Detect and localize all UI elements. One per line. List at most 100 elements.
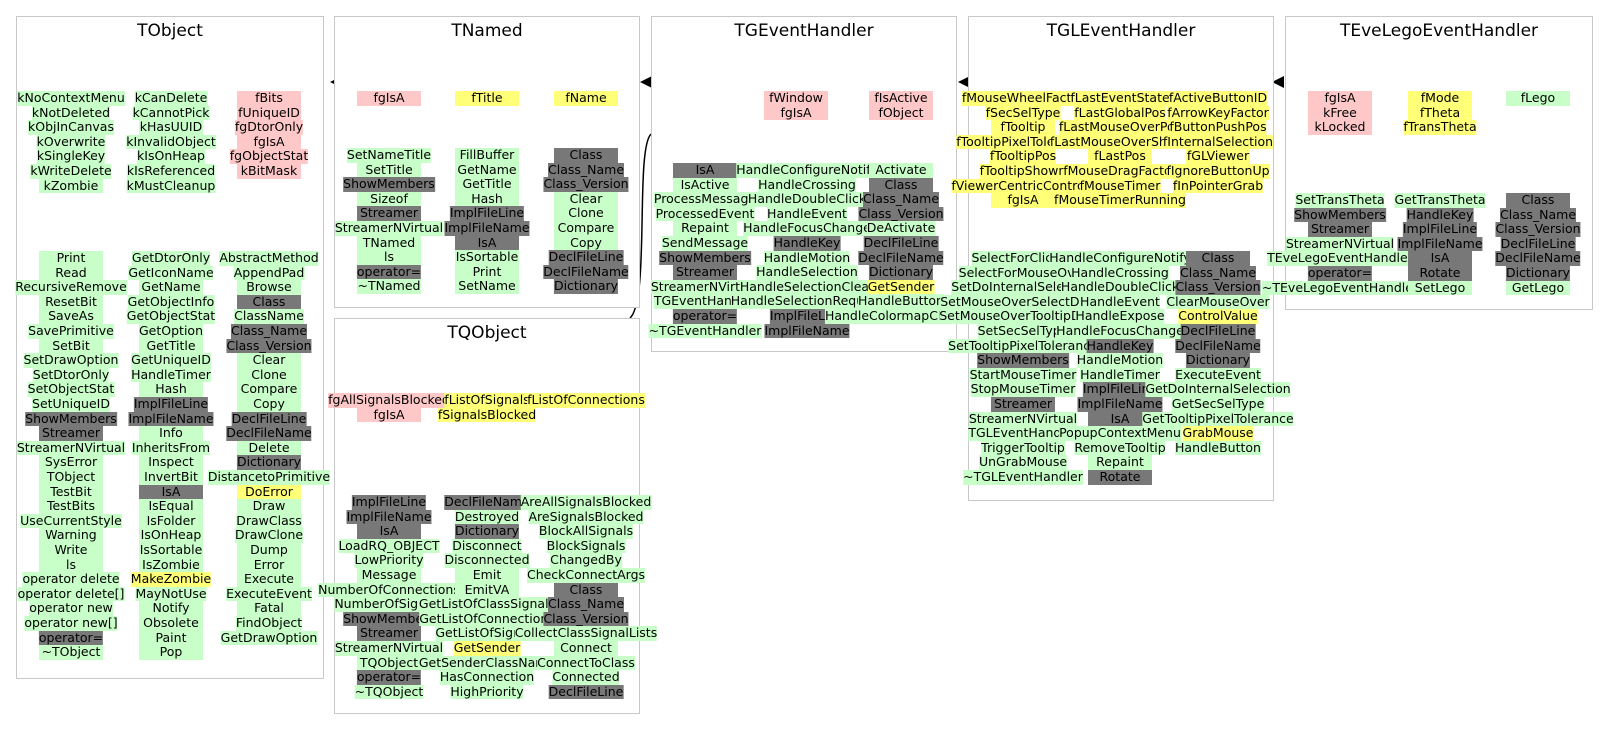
method-getname: GetName xyxy=(455,162,519,178)
method-setdrawoption: SetDrawOption xyxy=(23,352,119,368)
method-getname: GetName xyxy=(139,280,203,295)
method-streamernvirtual: StreamerNVirtual xyxy=(334,220,444,236)
method-isequal: IsEqual xyxy=(139,499,203,514)
data-member-knocontextmenu: kNoContextMenu xyxy=(17,90,125,106)
class-title: TGEventHandler xyxy=(734,21,874,41)
method-highpriority: HighPriority xyxy=(450,683,524,700)
method-declfilename: DeclFileName xyxy=(1175,337,1261,354)
method-syserror: SysError xyxy=(39,455,103,470)
method-class: Class xyxy=(869,177,933,193)
method-gettranstheta: GetTransTheta xyxy=(1394,192,1486,208)
data-member-fgisa: fgIsA xyxy=(764,105,828,121)
method-handlebutton: HandleButton xyxy=(858,293,944,309)
method-setbit: SetBit xyxy=(39,338,103,354)
method-clear: Clear xyxy=(554,191,618,207)
method-activate: Activate xyxy=(869,162,933,178)
method-operator-delete: operator delete xyxy=(22,571,120,587)
method-settitle: SetTitle xyxy=(357,162,421,178)
method-message: Message xyxy=(357,567,421,583)
class-title: TQObject xyxy=(447,323,527,343)
method-isactive: IsActive xyxy=(673,177,737,193)
method-dictionary: Dictionary xyxy=(454,523,520,539)
data-member-fobject: fObject xyxy=(869,105,933,121)
method-showmembers: ShowMembers xyxy=(25,410,117,427)
method-showmembers: ShowMembers xyxy=(343,176,435,192)
method-getdtoronly: GetDtorOnly xyxy=(131,250,211,266)
method-dictionary: Dictionary xyxy=(1505,265,1571,281)
method-streamer: Streamer xyxy=(673,265,737,280)
method-compare: Compare xyxy=(554,220,618,236)
data-member-ftitle: fTitle xyxy=(455,90,519,106)
method-getsenderclassname: GetSenderClassName xyxy=(418,654,556,671)
data-member-fglviewer: fGLViewer xyxy=(1186,148,1250,164)
method-setname: SetName xyxy=(455,279,519,294)
data-member-fmode: fMode xyxy=(1408,90,1472,106)
method-operator-delete: operator delete[] xyxy=(17,585,125,602)
data-member-fgdtoronly: fgDtorOnly xyxy=(234,119,304,135)
method-isa: IsA xyxy=(455,235,519,251)
data-member-fmousetimer: fMouseTimer xyxy=(1079,177,1161,194)
method-grabmouse: GrabMouse xyxy=(1182,425,1254,441)
method-class-version: Class_Version xyxy=(543,176,629,192)
method-connect: Connect xyxy=(554,640,618,656)
method-usecurrentstyle: UseCurrentStyle xyxy=(20,512,122,529)
method-settranstheta: SetTransTheta xyxy=(1295,192,1385,208)
data-member-fignorebuttonup: fIgnoreButtonUp xyxy=(1166,163,1270,179)
method-class-version: Class_Version xyxy=(1495,221,1581,237)
method-streamer: Streamer xyxy=(1308,222,1372,237)
method-gettooltippixeltolerance: GetTooltipPixelTolerance xyxy=(1142,410,1294,427)
method-handleevent: HandleEvent xyxy=(767,205,847,222)
method-implfileline: ImplFileLine xyxy=(449,205,525,221)
method-obsolete: Obsolete xyxy=(139,615,203,631)
method-collectclasssignallists: CollectClassSignalLists xyxy=(514,625,658,641)
method-abstractmethod: AbstractMethod xyxy=(219,250,319,266)
class-title: TObject xyxy=(137,21,203,41)
method-declfileline: DeclFileLine xyxy=(1500,235,1576,252)
method-handlemotion: HandleMotion xyxy=(1076,352,1164,368)
method-streamernvirtual: StreamerNVirtual xyxy=(16,439,126,456)
method-getsecseltype: GetSecSelType xyxy=(1171,396,1265,412)
method-class-name: Class_Name xyxy=(1499,206,1577,223)
method-loadrq-object: LoadRQ_OBJECT xyxy=(338,537,440,554)
method-getsender: GetSender xyxy=(453,640,521,656)
data-member-fgobjectstat: fgObjectStat xyxy=(229,148,309,164)
method-tgeventhandler: ~TGEventHandler xyxy=(648,322,762,339)
method-handlecolormapchange: HandleColormapChange xyxy=(824,308,978,324)
method-setsecseltype: SetSecSelType xyxy=(977,323,1069,339)
method-streamernvirtual: StreamerNVirtual xyxy=(968,410,1078,427)
class-title: TGLEventHandler xyxy=(1046,21,1196,41)
method-compare: Compare xyxy=(237,382,301,397)
method-implfilename: ImplFileName xyxy=(346,508,432,525)
method-handlebutton: HandleButton xyxy=(1175,439,1261,456)
data-member-ftooltip: fTooltip xyxy=(991,120,1055,135)
method-issortable: IsSortable xyxy=(139,542,203,558)
method-tevelegoeventhandler: ~TEveLegoEventHandler xyxy=(1261,279,1419,296)
data-member-flastpos: fLastPos xyxy=(1088,149,1152,164)
data-member-kcannotpick: kCannotPick xyxy=(132,104,210,121)
method-drawclass: DrawClass xyxy=(236,512,302,529)
method-operator-new: operator new[] xyxy=(24,615,118,631)
method-ungrabmouse: UnGrabMouse xyxy=(978,454,1068,470)
method-removetooltip: RemoveTooltip xyxy=(1074,439,1166,456)
method-startmousetimer: StartMouseTimer xyxy=(969,366,1077,383)
method-aresignalsblocked: AreSignalsBlocked xyxy=(528,508,644,525)
method-tgleventhandler: ~TGLEventHandler xyxy=(963,469,1083,485)
method-print: Print xyxy=(39,250,103,266)
method-warning: Warning xyxy=(39,528,103,543)
data-member-fwindow: fWindow xyxy=(764,90,828,106)
method-sendmessage: SendMessage xyxy=(661,235,749,251)
method-destroyed: Destroyed xyxy=(454,508,520,525)
data-member-kzombie: kZombie xyxy=(39,178,103,194)
method-setmouseoverselectdelay: SetMouseOverSelectDelay xyxy=(940,293,1106,310)
method-fatal: Fatal xyxy=(237,601,301,616)
method-class-name: Class_Name xyxy=(862,191,940,207)
method-fillbuffer: FillBuffer xyxy=(455,147,519,163)
method-processmessage: ProcessMessage xyxy=(653,191,757,207)
method-declfileline: DeclFileLine xyxy=(231,410,307,427)
method-deactivate: DeActivate xyxy=(866,220,936,236)
method-clone: Clone xyxy=(237,367,301,383)
method-operator-new: operator new xyxy=(29,600,113,616)
method-operator: operator= xyxy=(1307,265,1373,281)
data-member-fgisa: fgIsA xyxy=(357,407,421,423)
method-implfileline: ImplFileLine xyxy=(133,396,209,412)
